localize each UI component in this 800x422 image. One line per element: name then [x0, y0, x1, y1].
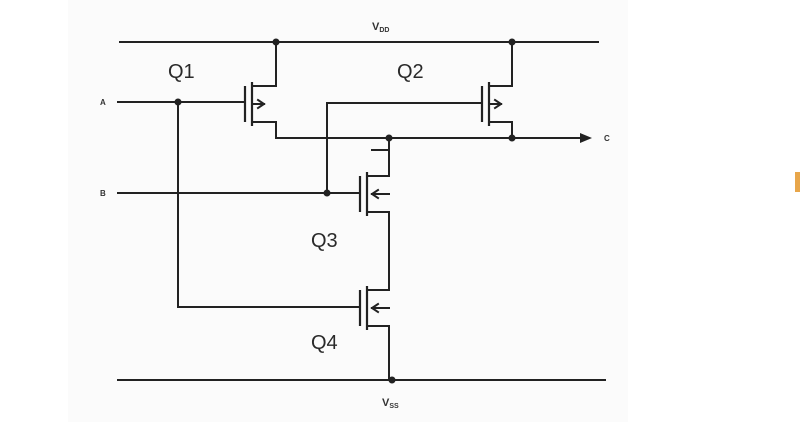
q3-label: Q3 — [311, 230, 338, 252]
junction-vss — [388, 376, 396, 384]
q4-transistor — [358, 286, 390, 381]
junction-q2-vdd — [508, 38, 516, 46]
q3-transistor — [358, 149, 390, 216]
output-c-label: C — [604, 134, 610, 143]
output-arrow-icon — [580, 133, 592, 143]
input-a-label: A — [100, 98, 106, 107]
q1-transistor — [243, 41, 277, 139]
edge-mark — [795, 172, 800, 192]
input-b-label: B — [100, 189, 106, 198]
vdd-label: VDD — [372, 21, 389, 34]
q1-label: Q1 — [168, 61, 195, 83]
junction-q3-output — [385, 134, 393, 142]
junction-input-a — [174, 98, 182, 106]
junction-q1-vdd — [272, 38, 280, 46]
vss-label: VSS — [382, 397, 399, 410]
junction-input-b — [323, 189, 331, 197]
q4-label: Q4 — [311, 332, 338, 354]
junction-q2-output — [508, 134, 516, 142]
diagram-panel — [68, 0, 628, 422]
q2-label: Q2 — [397, 61, 424, 83]
